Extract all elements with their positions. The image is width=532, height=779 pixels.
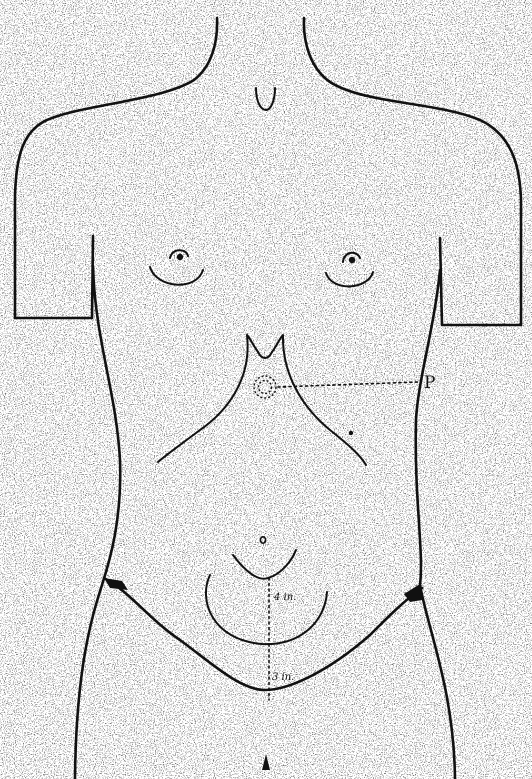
epigastric-dot [349,431,353,435]
lower-measure-label: 3 in. [272,672,294,683]
left-nipple [177,254,183,260]
upper-measure-label: 4 in. [273,592,296,603]
right-nipple [349,257,355,263]
point-p-label: P [424,373,435,393]
